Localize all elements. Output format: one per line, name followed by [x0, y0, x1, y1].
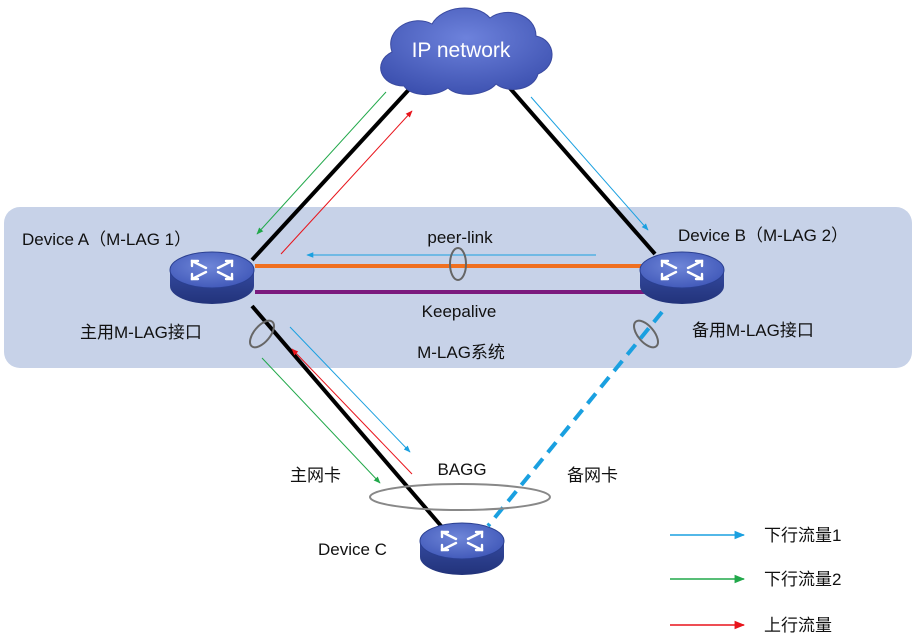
link-a-to-c: [250, 304, 444, 529]
device-c-name: Device C: [318, 540, 387, 559]
port-b-aggregation-ring: [633, 319, 659, 349]
peer-link-label: peer-link: [427, 228, 493, 247]
device-c-router: [419, 522, 505, 575]
bagg-ring: [369, 483, 551, 511]
device-a-name: Device A（M-LAG 1）: [22, 230, 191, 249]
mlag-system-label: M-LAG系统: [417, 343, 505, 362]
backup-nic-label: 备网卡: [567, 466, 618, 485]
device-a-router: [169, 251, 255, 304]
device-a-port-label: 主用M-LAG接口: [80, 323, 202, 342]
legend-downstream-1-label: 下行流量1: [764, 526, 841, 545]
primary-nic-label: 主网卡: [290, 466, 341, 485]
bagg-label: BAGG: [437, 460, 486, 479]
link-b-to-network: [506, 84, 657, 256]
router-arrows-icon: [190, 259, 234, 281]
legend-downstream-2-label: 下行流量2: [764, 570, 841, 589]
downstream-2-arrow-network-to-a: [256, 91, 387, 235]
port-a-aggregation-ring: [249, 319, 275, 349]
legend-upstream-label: 上行流量: [764, 616, 832, 635]
device-b-port-label: 备用M-LAG接口: [692, 321, 814, 340]
device-b-router: [639, 251, 725, 304]
peer-link-aggregation-ring: [449, 247, 467, 281]
keepalive-label: Keepalive: [422, 302, 497, 321]
downstream-1-arrow-network-to-b: [530, 96, 649, 231]
ip-network-cloud: IP network: [380, 7, 553, 95]
upstream-arrow-c-to-a: [291, 348, 413, 475]
router-arrows-icon: [660, 259, 704, 281]
upstream-arrow-a-to-network: [280, 110, 413, 255]
downstream-2-arrow-a-to-c: [261, 357, 381, 484]
ip-network-label: IP network: [412, 39, 511, 62]
downstream-1-arrow-a-to-c: [289, 326, 411, 453]
mlag-system-region: [4, 207, 912, 368]
router-arrows-icon: [440, 530, 484, 552]
link-a-to-network: [250, 82, 416, 262]
legend: 下行流量1 下行流量2 上行流量: [670, 526, 841, 635]
backup-link-b-to-c: [486, 310, 664, 528]
device-b-name: Device B（M-LAG 2）: [678, 226, 848, 245]
